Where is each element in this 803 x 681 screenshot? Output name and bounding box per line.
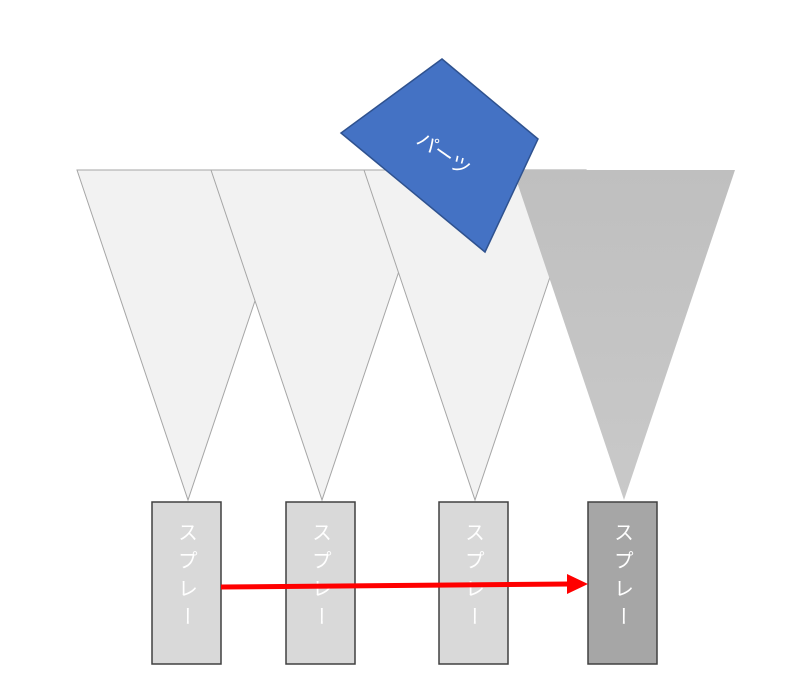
spray-label-3: スプレー: [462, 522, 486, 634]
spray-box-1: スプレー: [151, 501, 222, 665]
spray-label-4: スプレー: [611, 522, 635, 634]
part-shape: パーツ: [339, 58, 539, 254]
spray-cone-2: [210, 169, 434, 502]
movement-arrow: [220, 574, 588, 594]
spray-box-2: スプレー: [285, 501, 356, 665]
spray-box-4-active: スプレー: [587, 501, 658, 665]
spray-label-2: スプレー: [309, 522, 333, 634]
spray-label-1: スプレー: [175, 522, 199, 634]
spray-cone-4-active: [513, 170, 735, 500]
